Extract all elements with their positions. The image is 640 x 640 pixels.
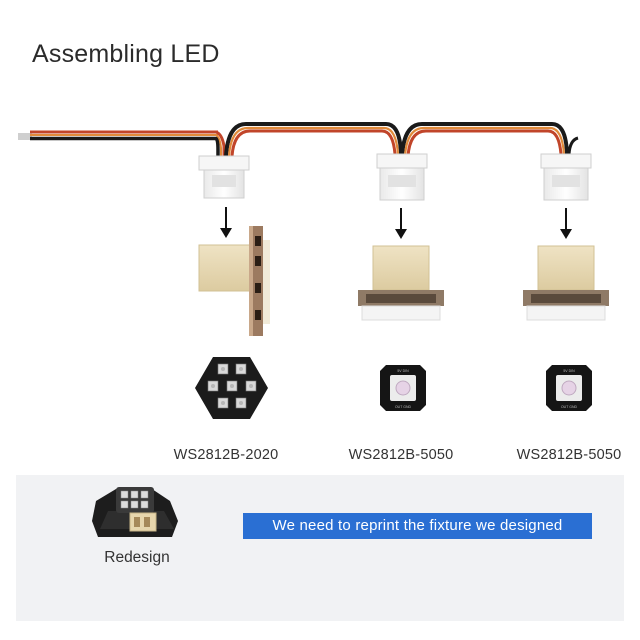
socket-connector-2: [358, 245, 444, 321]
wire-cut-end: [18, 133, 32, 140]
page-title: Assembling LED: [32, 40, 220, 68]
chip-label-5050-a: WS2812B-5050: [348, 447, 454, 463]
chip-label-5050-b: WS2812B-5050: [516, 447, 622, 463]
redesign-label: Redesign: [104, 549, 170, 566]
led-chip-5050-a: 5V DIN OUT GND: [380, 365, 426, 411]
socket-connector-1: [198, 226, 270, 336]
led-chip-2020: [195, 357, 268, 419]
reprint-notice-banner: We need to reprint the fixture we design…: [243, 513, 592, 539]
chip-pin-label-bottom: OUT GND: [561, 405, 578, 409]
plug-connector-2: [376, 153, 428, 201]
socket-connector-3: [523, 245, 609, 321]
chip-pin-label-top: 5V DIN: [563, 369, 575, 373]
fixture-redesign-image: [92, 487, 178, 537]
led-chip-5050-b: 5V DIN OUT GND: [546, 365, 592, 411]
wire-harness: [18, 122, 579, 158]
chip-pin-label-bottom: OUT GND: [395, 405, 412, 409]
down-arrow-icon: [560, 208, 572, 239]
down-arrow-icon: [395, 208, 407, 239]
down-arrow-icon: [220, 207, 232, 238]
plug-connector-1: [198, 155, 250, 199]
chip-pin-label-top: 5V DIN: [397, 369, 409, 373]
chip-label-2020: WS2812B-2020: [173, 447, 279, 463]
plug-connector-3: [540, 153, 592, 201]
